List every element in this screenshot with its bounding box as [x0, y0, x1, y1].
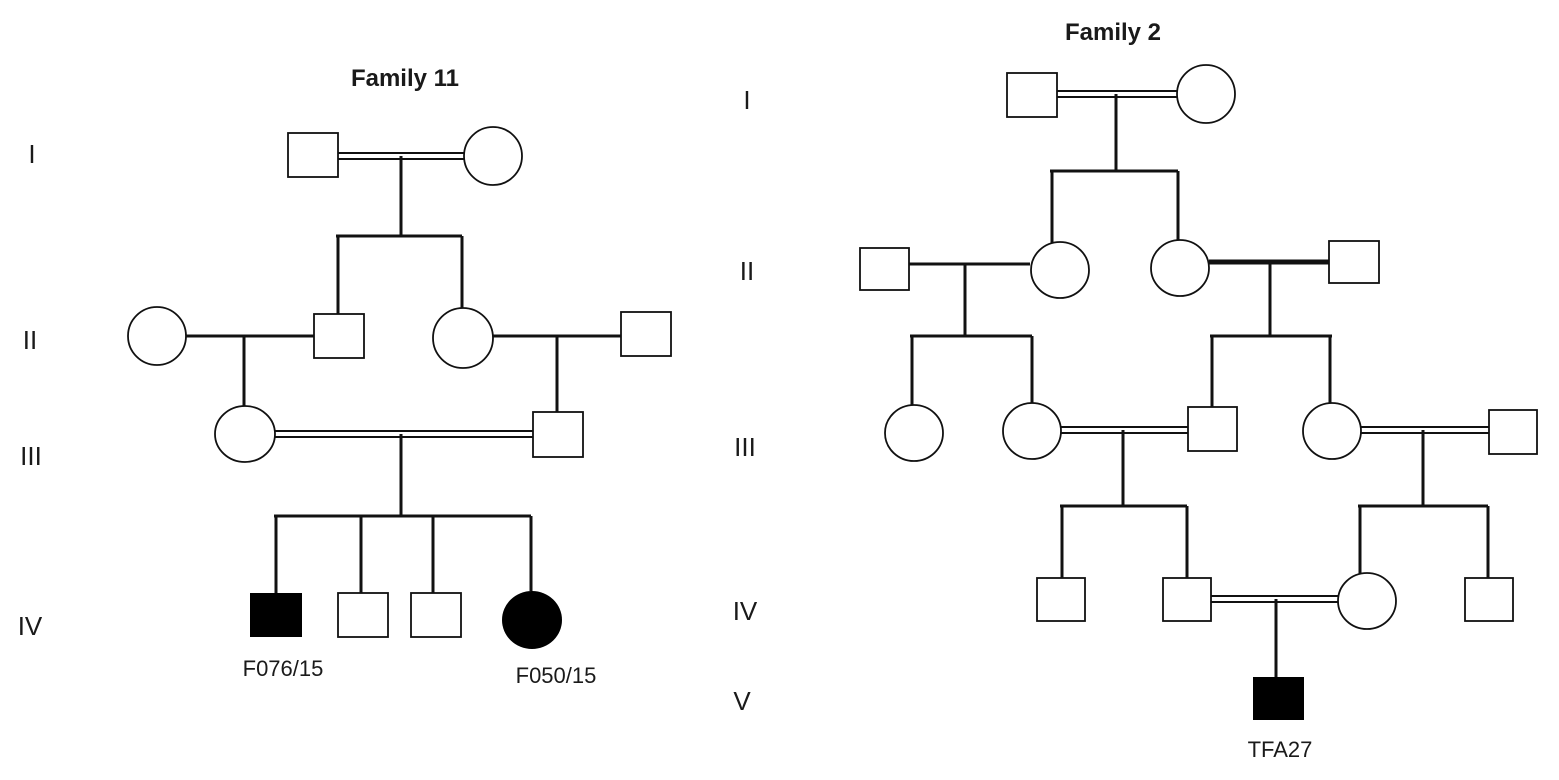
family-2-gen-4-label: IV	[733, 596, 758, 626]
family-2-title: Family 2	[1065, 19, 1161, 46]
f2-gen4-male-1	[1036, 577, 1086, 622]
f2-gen3-spouse-male	[1488, 409, 1538, 455]
f2-gen2-female-right	[1150, 239, 1210, 297]
f11-gen3-male	[532, 411, 584, 458]
f11-gen2-spouse-male	[620, 311, 672, 357]
family-11-gen-3-label: III	[20, 441, 42, 471]
f2-gen3-female-3	[1302, 402, 1362, 460]
f2-gen3-right-consanguineous-line	[1361, 426, 1489, 434]
f11-gen2-female	[432, 307, 494, 369]
f2-gen2-spouse-male-left	[859, 247, 910, 291]
f11-gen1-male	[287, 132, 339, 178]
f11-proband-label-1: F076/15	[243, 656, 324, 681]
f2-gen2-spouse-male-right	[1328, 240, 1380, 284]
f11-gen4-affected-male	[250, 593, 302, 637]
family-11-gen-2-label: II	[23, 325, 37, 355]
f2-gen3-female-1	[884, 404, 944, 462]
family-11-pedigree: Family 11 I II III IV	[18, 65, 672, 688]
f11-gen2-spouse-female	[127, 306, 187, 366]
f11-gen4-male-3	[410, 592, 462, 638]
f2-gen2-female-left	[1030, 241, 1090, 299]
f2-gen5-affected-male	[1253, 677, 1304, 720]
family-2-gen-1-label: I	[743, 85, 750, 115]
f2-gen4-female	[1337, 572, 1397, 630]
f2-gen1-male	[1006, 72, 1058, 118]
f2-gen1-female	[1176, 64, 1236, 124]
f2-gen3-male-1	[1187, 406, 1238, 452]
f2-proband-label: TFA27	[1248, 737, 1313, 762]
f2-gen4-male-2	[1162, 577, 1212, 622]
f2-gen3-female-2	[1002, 402, 1062, 460]
f11-gen3-consanguineous-line	[274, 430, 533, 438]
family-2-pedigree: Family 2 I II III IV V	[733, 19, 1538, 762]
f2-gen4-male-3	[1464, 577, 1514, 622]
f11-gen1-female	[463, 126, 523, 186]
family-2-gen-5-label: V	[733, 686, 751, 716]
f11-proband-label-2: F050/15	[516, 663, 597, 688]
family-2-gen-3-label: III	[734, 432, 756, 462]
f11-gen3-female	[214, 405, 276, 463]
f11-gen2-male	[313, 313, 365, 359]
f11-gen4-male-2	[337, 592, 389, 638]
f11-gen4-affected-female	[502, 591, 562, 649]
family-11-gen-4-label: IV	[18, 611, 43, 641]
family-2-gen-2-label: II	[740, 256, 754, 286]
family-11-gen-1-label: I	[28, 139, 35, 169]
family-11-title: Family 11	[351, 65, 459, 92]
